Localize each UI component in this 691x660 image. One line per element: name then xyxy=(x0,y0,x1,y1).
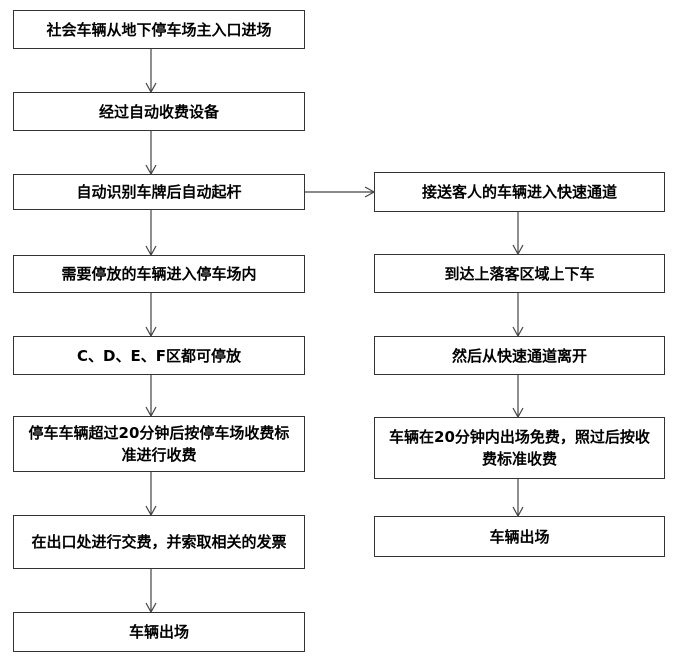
step-free-within-20min: 车辆在20分钟内出场免费，照过后按收费标准收费 xyxy=(374,417,665,479)
step-label: 车辆出场 xyxy=(128,623,189,641)
step-label: 在出口处进行交费，并索取相关的发票 xyxy=(31,533,287,551)
step-label: C、D、E、F区都可停放 xyxy=(77,346,241,365)
step-auto-toll-device: 经过自动收费设备 xyxy=(13,92,305,131)
step-leave-fast-lane: 然后从快速通道离开 xyxy=(374,336,665,375)
step-pay-at-exit: 在出口处进行交费，并索取相关的发票 xyxy=(13,515,305,569)
step-label: 接送客人的车辆进入快速通道 xyxy=(421,183,617,201)
step-label: 自动识别车牌后自动起杆 xyxy=(76,183,242,201)
step-label: 停车车辆超过20分钟后按停车场收费标准进行收费 xyxy=(28,424,290,464)
step-label: 社会车辆从地下停车场主入口进场 xyxy=(46,20,272,39)
step-label: 到达上落客区域上下车 xyxy=(444,264,595,283)
step-right-exit: 车辆出场 xyxy=(374,516,665,557)
step-left-exit: 车辆出场 xyxy=(13,612,305,652)
step-enter-main-entrance: 社会车辆从地下停车场主入口进场 xyxy=(13,10,305,49)
step-parking-zones: C、D、E、F区都可停放 xyxy=(13,336,305,375)
step-label: 车辆在20分钟内出场免费，照过后按收费标准收费 xyxy=(389,428,650,468)
step-charge-over-20min: 停车车辆超过20分钟后按停车场收费标准进行收费 xyxy=(13,416,305,472)
step-label: 车辆出场 xyxy=(489,527,550,546)
step-label: 经过自动收费设备 xyxy=(98,102,219,121)
step-enter-parking: 需要停放的车辆进入停车场内 xyxy=(13,255,305,293)
step-label: 需要停放的车辆进入停车场内 xyxy=(61,265,257,283)
step-drop-off-area: 到达上落客区域上下车 xyxy=(374,254,665,293)
step-label: 然后从快速通道离开 xyxy=(451,346,587,365)
step-plate-recognition: 自动识别车牌后自动起杆 xyxy=(13,174,305,210)
step-fast-lane-entry: 接送客人的车辆进入快速通道 xyxy=(374,172,665,212)
